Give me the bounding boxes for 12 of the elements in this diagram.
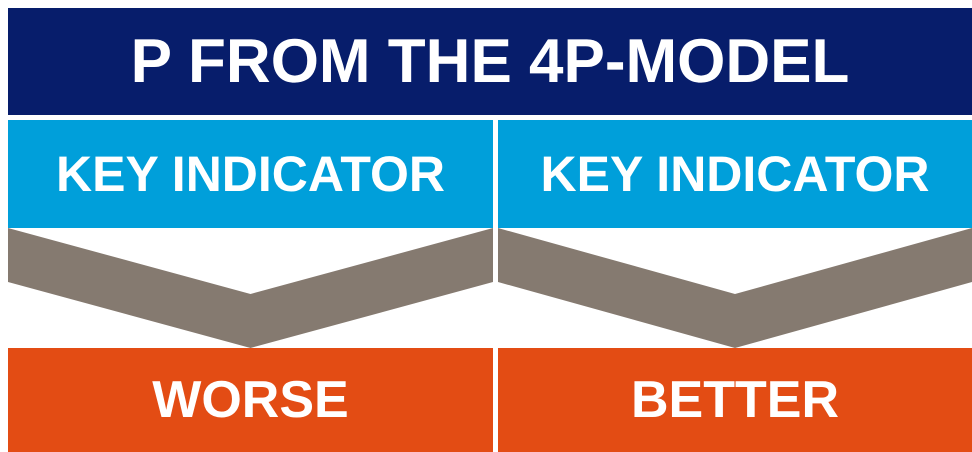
box-label: WORSE: [152, 370, 349, 430]
result-box: [8, 348, 493, 452]
chevron-arrow: [8, 228, 493, 348]
box-label: KEY INDICATOR: [56, 145, 445, 203]
box-label: KEY INDICATOR: [540, 145, 930, 203]
header-band: [8, 8, 972, 115]
box-label: BETTER: [631, 370, 839, 430]
chevron-arrow: [498, 228, 972, 348]
indicator-box: [8, 120, 493, 228]
indicator-box: [498, 120, 972, 228]
result-box: [498, 348, 972, 452]
header-text: P FROM THE 4P-MODEL: [130, 26, 850, 97]
